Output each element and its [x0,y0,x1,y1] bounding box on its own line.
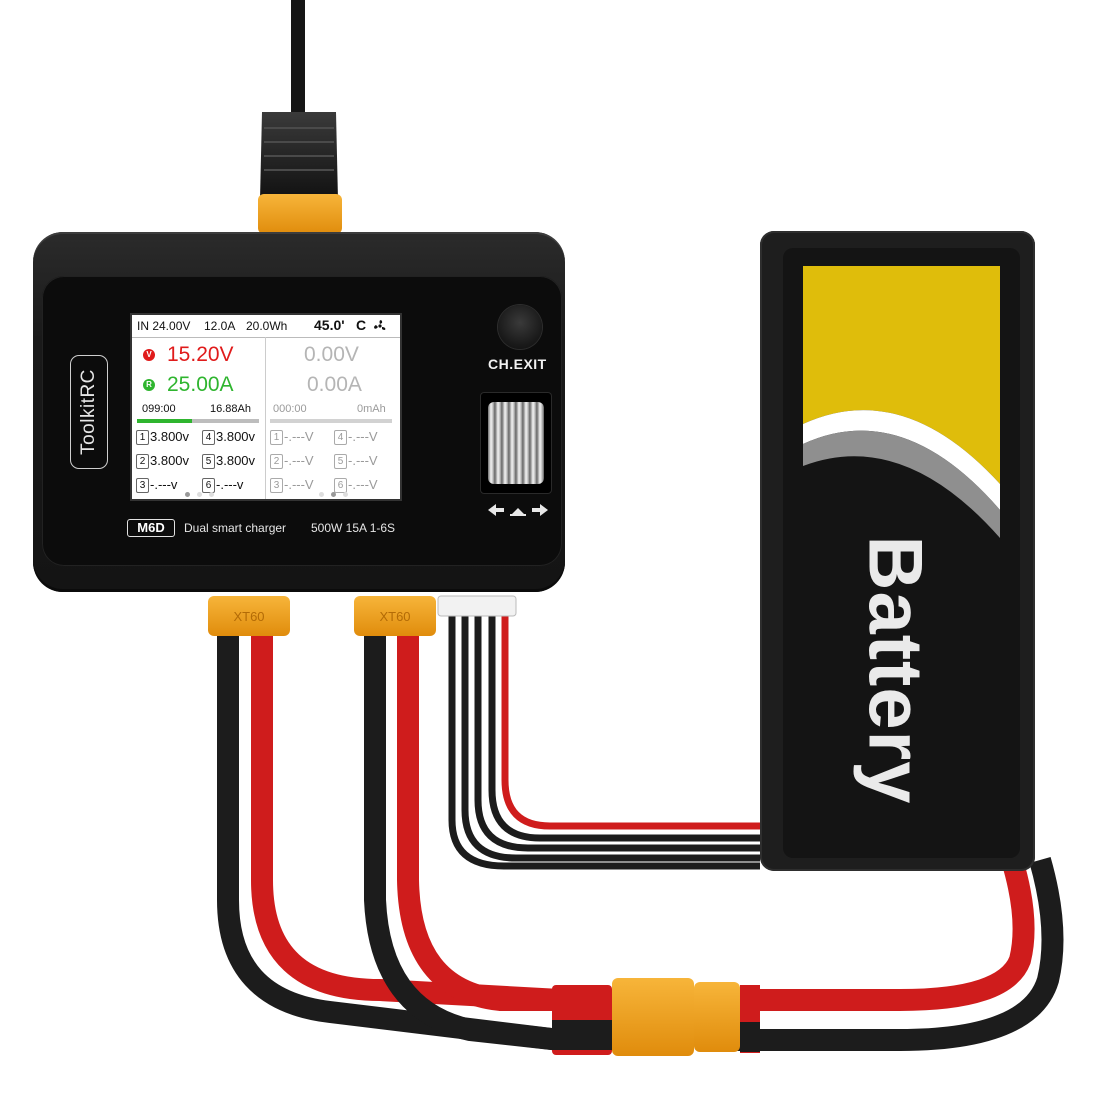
cell-number: 4 [334,430,347,445]
charger-specs: 500W 15A 1-6S [311,521,396,535]
battery-label-area [783,248,1020,858]
cell-number: 2 [136,454,149,469]
wheel-direction-icon [488,504,548,516]
ch1-progress-fill [137,419,192,423]
input-voltage: IN 24.00V [137,319,191,333]
cell-number: 1 [136,430,149,445]
battery-stripe [803,266,1000,538]
ch2-progress-track [270,419,392,423]
temperature: 45.0' [314,317,345,333]
temp-unit: C [356,317,367,333]
brand-badge: ToolkitRC [70,355,108,469]
status-bar: IN 24.00V 12.0A 20.0Wh 45.0' C [132,315,400,338]
cell-number: 3 [136,478,149,493]
ch2-red-wire [397,630,560,1011]
battery-black-lead [720,856,1064,1051]
cell-voltage: -.---V [348,477,378,492]
ch2-cell-4: 4-.---V [334,429,378,445]
ch2-black-wire [364,630,562,1051]
ch1-red-wire [251,630,561,1011]
ch2-time: 000:00 [273,403,307,415]
cell-number: 6 [202,478,215,493]
cell-voltage: 3.800v [150,429,190,444]
input-current: 12.0A [204,319,236,333]
ch2-xt60-connector [354,596,436,636]
ch2-connector-label: XT60 [379,609,410,624]
ch2-cell-6: 6-.---V [334,477,378,493]
cell-number: 2 [270,454,283,469]
ch2-cell-1: 1-.---V [270,429,314,445]
page-dot [185,492,190,497]
cell-number: 4 [202,430,215,445]
cell-number: 5 [202,454,215,469]
xt60-pair [552,978,760,1056]
cell-voltage: -.---v [150,477,178,492]
ch1-cell-3: 3-.---v [136,477,177,493]
lcd-screen: IN 24.00V 12.0A 20.0Wh 45.0' C V 15.20V … [130,313,402,501]
page-dot [197,492,202,497]
cell-voltage: -.---v [216,477,244,492]
ch1-time: 099:00 [142,403,176,415]
cell-voltage: 3.800v [150,453,190,468]
battery-red-lead [720,856,1035,1011]
page-dot [343,492,348,497]
page-dot [331,492,336,497]
cell-number: 6 [334,478,347,493]
model-badge: M6D [127,519,175,537]
ch1-current: 25.00A [167,373,234,396]
cell-number: 1 [270,430,283,445]
scroll-wheel[interactable] [488,402,544,484]
balance-plug [437,595,517,617]
page-dot [209,492,214,497]
ch2-current: 0.00A [307,373,362,396]
page-dot [319,492,324,497]
ch2-capacity: 0mAh [357,403,386,415]
voltage-badge-icon: V [143,349,155,361]
cell-voltage: -.---V [284,453,314,468]
cell-voltage: -.---V [348,429,378,444]
cell-number: 5 [334,454,347,469]
ch2-cell-2: 2-.---V [270,453,314,469]
input-xt60-connector [258,194,342,234]
ch1-voltage: 15.20V [167,343,234,366]
cell-voltage: -.---V [284,477,314,492]
cell-voltage: -.---V [348,453,378,468]
cell-voltage: 3.800v [216,453,256,468]
ch1-capacity: 16.88Ah [210,403,251,415]
ch1-progress-track [137,419,259,423]
ch2-voltage: 0.00V [304,343,359,366]
cell-voltage: 3.800v [216,429,256,444]
charger-description: Dual smart charger [184,521,287,535]
fan-icon [374,320,386,330]
ch-exit-button[interactable] [498,305,542,349]
battery-label: Battery [852,535,938,805]
ch1-cell-6: 6-.---v [202,477,243,493]
balance-lead [448,612,760,870]
cell-voltage: -.---V [284,429,314,444]
ch1-black-wire [217,619,571,1051]
ch2-cell-3: 3-.---V [270,477,314,493]
input-plug-ridges [264,127,334,171]
ch1-connector-label: XT60 [233,609,264,624]
current-badge-icon: R [143,379,155,391]
cell-number: 3 [270,478,283,493]
ch1-xt60-connector [208,596,290,636]
ch2-cell-5: 5-.---V [334,453,378,469]
energy: 20.0Wh [246,319,288,333]
brand-label: ToolkitRC [78,369,99,455]
ch-exit-label: CH.EXIT [488,356,547,372]
